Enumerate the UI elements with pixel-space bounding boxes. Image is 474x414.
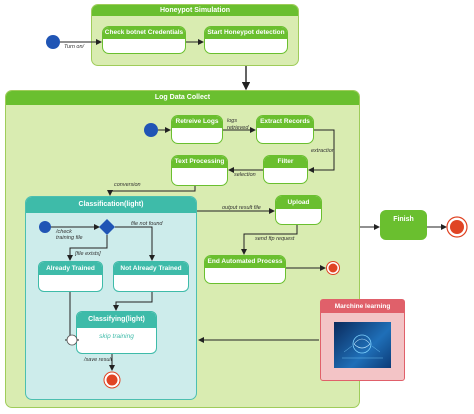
honeypot-initial-node	[46, 35, 60, 49]
logs-label: logs	[227, 118, 238, 124]
conversion-label: conversion	[114, 182, 141, 188]
extract-records-state[interactable]: Extract Records	[256, 115, 314, 144]
extract-records-label: Extract Records	[257, 116, 313, 128]
start-detection-state[interactable]: Start Honeypot detection	[204, 26, 288, 54]
classification-title: Classification(light)	[26, 197, 196, 213]
not-already-trained-label: Not Already Trained	[114, 262, 188, 275]
history-node	[66, 334, 78, 346]
send-ftp-label: send ftp request	[255, 236, 295, 242]
end-process-label: End Automated Process	[205, 256, 285, 268]
text-processing-label: Text Processing	[172, 156, 227, 168]
retrieved-label: retrieved	[227, 125, 249, 131]
upload-state[interactable]: Upload	[275, 195, 322, 225]
upload-label: Upload	[276, 196, 321, 209]
machine-learning-image	[334, 322, 391, 368]
end-process-state[interactable]: End Automated Process	[204, 255, 286, 284]
retrieve-logs-state[interactable]: Retreive Logs	[171, 115, 223, 144]
classification-initial-node	[39, 221, 51, 233]
already-trained-label: Already Trained	[39, 262, 102, 275]
classifying-label: Classifying(light)	[77, 312, 156, 328]
finish-state[interactable]: Finish	[380, 210, 427, 240]
check-training-label: /check	[56, 229, 72, 235]
file-not-found-label: file not found	[131, 221, 163, 227]
machine-learning-container: Marchine learning	[320, 299, 405, 381]
log-data-collect-title: Log Data Collect	[6, 91, 359, 105]
filter-label: Filter	[264, 156, 307, 168]
finish-label: Finish	[393, 216, 414, 223]
classifying-state[interactable]: Classifying(light) skip training	[76, 311, 157, 354]
machine-learning-title: Marchine learning	[321, 300, 404, 313]
extraction-label: extraction	[311, 148, 335, 154]
not-already-trained-state[interactable]: Not Already Trained	[113, 261, 189, 292]
brain-graphic-icon	[342, 334, 383, 359]
save-result-label: /save result	[84, 357, 113, 363]
file-exists-label: [file exists]	[75, 251, 101, 257]
start-detection-label: Start Honeypot detection	[205, 27, 287, 39]
filter-state[interactable]: Filter	[263, 155, 308, 184]
log-initial-node	[144, 123, 158, 137]
check-credentials-label: Check botnet Credentials	[103, 27, 185, 39]
check-credentials-state[interactable]: Check botnet Credentials	[102, 26, 186, 54]
skip-training-label: skip training	[99, 333, 134, 340]
honeypot-simulation-title: Honeypot Simulation	[92, 5, 298, 16]
retrieve-logs-label: Retreive Logs	[172, 116, 222, 128]
already-trained-state[interactable]: Already Trained	[38, 261, 103, 292]
decision-node	[99, 219, 115, 235]
text-processing-state[interactable]: Text Processing	[171, 155, 228, 186]
output-result-label: output result file	[222, 205, 261, 211]
selection-label: selection	[234, 172, 256, 178]
training-file-label: training file	[56, 235, 83, 241]
turn-on-label: Turn on/	[64, 44, 85, 50]
